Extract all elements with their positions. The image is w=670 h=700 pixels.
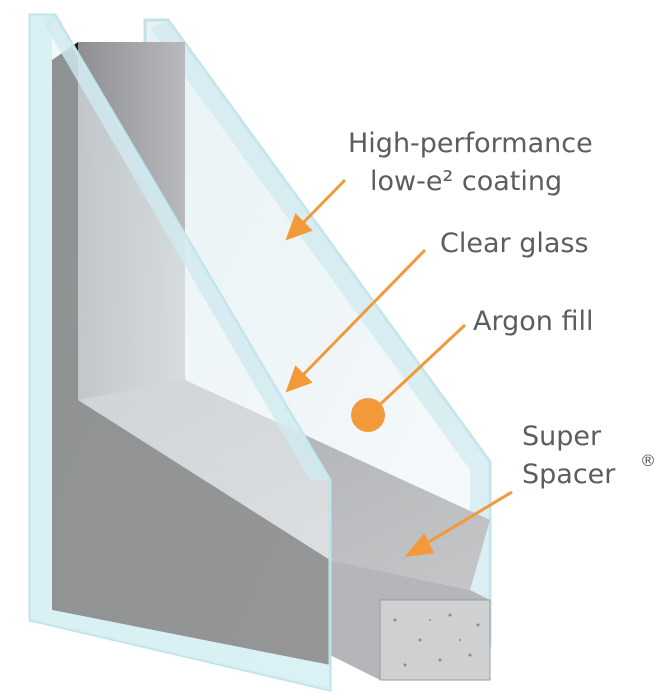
spacer-label-line2: Spacer bbox=[522, 459, 616, 490]
front-pane-edge-diagonal bbox=[42, 15, 330, 480]
argon-dot bbox=[351, 398, 385, 432]
coating-label-line2: low-e² coating bbox=[370, 166, 562, 197]
spacer-label-line1: Super bbox=[522, 421, 602, 452]
coating-arrow bbox=[298, 178, 347, 228]
front-pane-edge-bottom bbox=[30, 610, 330, 690]
argon-line bbox=[370, 323, 467, 414]
spacer-arrow bbox=[421, 490, 513, 548]
registered-mark: ® bbox=[640, 451, 656, 470]
clear-glass-arrow bbox=[298, 248, 427, 380]
clear-glass-arrow-head bbox=[285, 365, 313, 393]
spacer-arrow-head bbox=[404, 533, 435, 557]
coating-label-line1: High-performance bbox=[348, 128, 593, 159]
front-pane-edge-left bbox=[30, 15, 52, 620]
argon-fill-label: Argon fill bbox=[473, 306, 593, 337]
coating-arrow-head bbox=[285, 213, 313, 241]
clear-glass-label: Clear glass bbox=[440, 228, 589, 259]
callout-arrows bbox=[285, 178, 513, 557]
spacer-speckles bbox=[393, 613, 480, 667]
spacer-end-face bbox=[379, 599, 491, 681]
